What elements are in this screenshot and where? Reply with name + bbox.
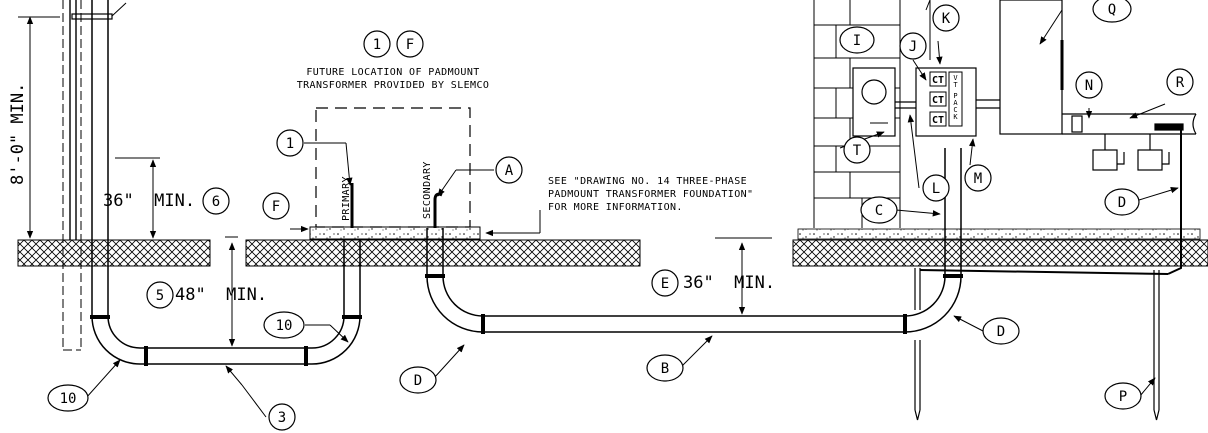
callout-3: 3 <box>278 410 286 426</box>
meter-face <box>861 79 887 105</box>
vt-pack-char: C <box>953 106 957 114</box>
future-note-line2: TRANSFORMER PROVIDED BY SLEMCO <box>297 80 490 91</box>
see-note-line2: PADMOUNT TRANSFORMER FOUNDATION" <box>548 189 753 200</box>
transformer-pad <box>309 107 481 240</box>
callout-1-top: 1 <box>373 37 381 53</box>
callout-5: 5 <box>156 288 164 304</box>
leader-lines <box>85 9 1179 418</box>
meter-equipment <box>852 0 1197 275</box>
ct-label-3: CT <box>932 115 944 126</box>
callout-n: N <box>1085 78 1093 94</box>
callout-10-mid: 10 <box>276 318 293 334</box>
callout-k: K <box>942 11 951 27</box>
notes: FUTURE LOCATION OF PADMOUNT TRANSFORMER … <box>297 67 753 213</box>
callout-q: Q <box>1108 2 1116 18</box>
vertical-labels: PRIMARY SECONDARY <box>341 161 433 221</box>
dim-36-right: 36" MIN. <box>683 273 775 293</box>
vt-pack-char: A <box>953 99 958 107</box>
callout-6: 6 <box>212 194 220 210</box>
callout-m: M <box>974 171 982 187</box>
callout-f: F <box>272 199 280 215</box>
callout-f-top: F <box>406 37 414 53</box>
see-note-line1: SEE "DRAWING NO. 14 THREE-PHASE <box>548 176 747 187</box>
utility-pole <box>62 0 127 351</box>
dim-8ft: 8'-0" MIN. <box>8 83 28 185</box>
ct-label-1: CT <box>932 75 944 86</box>
callout-r: R <box>1176 75 1185 91</box>
callout-c: C <box>875 203 883 219</box>
ct-cabinet-labels: CT CT CT V T P A C K <box>929 71 963 127</box>
see-note-line3: FOR MORE INFORMATION. <box>548 202 683 213</box>
callout-a: A <box>505 163 514 179</box>
secondary-conduit <box>425 148 963 334</box>
vt-pack-char: K <box>953 113 958 121</box>
callout-10-left: 10 <box>60 391 77 407</box>
primary-conduit <box>90 0 362 366</box>
primary-label: PRIMARY <box>341 176 352 221</box>
callout-d-right: D <box>997 324 1005 340</box>
vt-pack-char: V <box>953 74 958 82</box>
future-note-line1: FUTURE LOCATION OF PADMOUNT <box>306 67 479 78</box>
vt-pack-char: P <box>953 92 957 100</box>
vt-pack-char: T <box>953 81 958 89</box>
dimension-text: 8'-0" MIN. 36" MIN. 48" MIN. 36" MIN. <box>8 83 775 305</box>
callout-bubbles <box>47 0 1194 431</box>
callout-i: I <box>853 33 861 49</box>
callout-l: L <box>932 181 940 197</box>
callout-p: P <box>1119 389 1127 405</box>
ct-label-2: CT <box>932 95 944 106</box>
callout-j: J <box>909 39 917 55</box>
callout-t: T <box>853 143 862 159</box>
callout-b: B <box>661 361 669 377</box>
callout-letters: 1 F 1 6 F A 5 10 10 3 D E B D I J K Q N … <box>60 2 1185 426</box>
callout-d-left: D <box>414 373 422 389</box>
callout-d-wire: D <box>1118 195 1126 211</box>
secondary-label: SECONDARY <box>422 161 433 219</box>
dimension-lines <box>18 16 772 347</box>
dim-48: 48" MIN. <box>175 285 267 305</box>
callout-1: 1 <box>286 136 294 152</box>
callout-e: E <box>661 276 669 292</box>
dim-36-left: 36" MIN. <box>103 191 195 211</box>
ground <box>17 228 1208 267</box>
ground-rods <box>914 268 1160 421</box>
